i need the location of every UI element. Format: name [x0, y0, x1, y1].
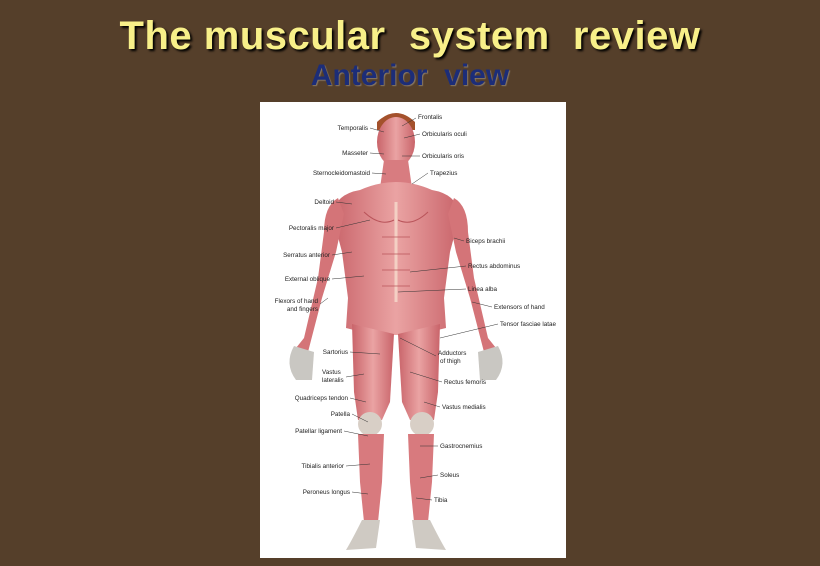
left-foot — [412, 520, 446, 550]
right-thigh — [352, 324, 394, 420]
label-pectoralis-major: Pectoralis major — [289, 225, 334, 232]
label-adductors-line1: Adductors — [438, 350, 466, 357]
label-rectus-femoris: Rectus femoris — [444, 379, 486, 386]
label-sartorius: Sartorius — [323, 349, 348, 356]
label-masseter: Masseter — [342, 150, 368, 157]
left-knee — [410, 412, 434, 436]
label-orbicularis-oculi: Orbicularis oculi — [422, 131, 467, 138]
label-trapezius: Trapezius — [430, 170, 457, 177]
label-vastus-lateralis-line1: Vastus — [322, 369, 341, 376]
right-lower-leg — [358, 434, 384, 522]
label-tibia: Tibia — [434, 497, 448, 504]
label-patella: Patella — [331, 411, 351, 418]
label-tensor-fasciae-latae: Tensor fasciae latae — [500, 321, 557, 328]
label-external-oblique: External oblique — [285, 276, 331, 283]
left-thigh — [398, 324, 440, 420]
muscle-labels: Frontalis Temporalis Orbicularis oculi M… — [275, 114, 557, 504]
label-flexors-line1: Flexors of hand — [275, 298, 319, 305]
label-tibialis-anterior: Tibialis anterior — [302, 463, 344, 470]
left-hand — [478, 346, 503, 380]
label-soleus: Soleus — [440, 472, 459, 479]
label-adductors-line2: of thigh — [440, 358, 461, 365]
label-vastus-medialis: Vastus medialis — [442, 404, 486, 411]
human-figure — [289, 113, 503, 550]
slide-subtitle: Anterior view — [310, 59, 510, 92]
label-extensors-of-hand: Extensors of hand — [494, 304, 545, 311]
slide-title: The muscular system review — [119, 14, 701, 58]
right-arm — [296, 198, 344, 352]
muscular-system-diagram: Frontalis Temporalis Orbicularis oculi M… — [275, 113, 557, 550]
label-patellar-ligament: Patellar ligament — [295, 428, 342, 435]
left-arm — [448, 198, 496, 352]
label-orbicularis-oris: Orbicularis oris — [422, 153, 464, 160]
head — [377, 117, 415, 167]
neck — [380, 160, 412, 188]
label-rectus-abdominus: Rectus abdominus — [468, 263, 520, 270]
label-quadriceps-tendon: Quadriceps tendon — [295, 395, 349, 402]
label-deltoid: Deltoid — [314, 199, 334, 206]
label-biceps-brachii: Biceps brachii — [466, 238, 505, 245]
right-hand — [289, 346, 314, 380]
label-temporalis: Temporalis — [338, 125, 368, 132]
label-vastus-lateralis-line2: lateralis — [322, 377, 344, 384]
label-sternocleidomastoid: Sternocleidomastoid — [313, 170, 371, 177]
label-peroneus-longus: Peroneus longus — [303, 489, 350, 496]
leader-lines — [319, 117, 499, 501]
label-flexors-line2: and fingers — [287, 306, 318, 313]
label-linea-alba: Linea alba — [468, 286, 498, 293]
right-foot — [346, 520, 380, 550]
right-knee — [358, 412, 382, 436]
label-serratus-anterior: Serratus anterior — [283, 252, 330, 259]
label-frontalis: Frontalis — [418, 114, 442, 121]
anatomy-figure-panel: Frontalis Temporalis Orbicularis oculi M… — [260, 102, 566, 558]
label-gastrocnemius: Gastrocnemius — [440, 443, 482, 450]
